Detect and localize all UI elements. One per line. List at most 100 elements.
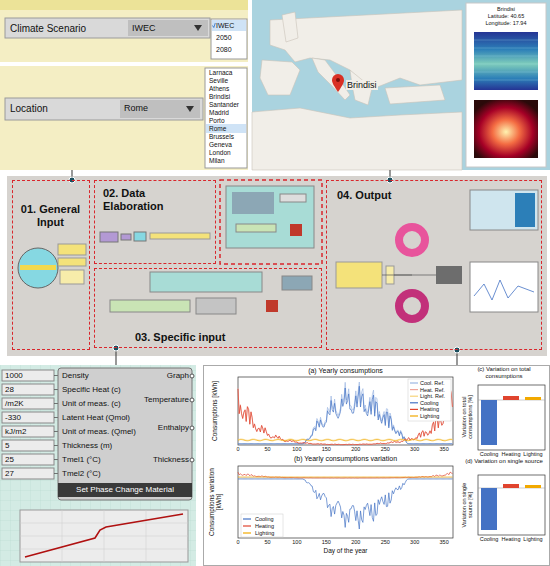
label-text: 50 [264,539,270,545]
component-panel: 1000 28/m2K -330 kJ/m2 5 25 27 DensitySpecific … [0,365,196,566]
label-text: Madrid [209,109,229,116]
label-text: Heating [502,451,521,457]
label-text: 350 [440,446,449,452]
label-text: 100 [292,446,301,452]
chart-panel: (a) Yearly consumptionsConsumptions [kWh… [203,365,550,566]
label-text: Lighting [523,536,542,542]
label-text: 28 [5,385,14,394]
label-text: Heat. Ref. [420,387,445,393]
label-text: 27 [5,469,14,478]
label-text: Geneva [209,141,232,148]
label-text: (d) Variation on single source [459,458,549,465]
label-text: 200 [351,446,360,452]
map-panel: BrindisiBrindisiLatitude: 40.65Longitude… [252,0,550,170]
label-text: Specific Heat (c) [62,385,121,394]
label-text: 350 [440,539,449,545]
label-text: 1000 [5,371,23,380]
label-text: Density [62,371,89,380]
label-text: Santander [209,101,239,108]
label-text: Consumptions variation [kWh] [208,466,223,538]
label-text: IWEC [132,23,156,33]
plot-line [238,386,452,444]
label-text: 50 [264,446,270,452]
label-text: Rome [209,125,226,132]
plot-line [238,439,452,440]
section-title: 01. General Input [13,203,88,228]
input-panel: LocationRomeLarnacaSevilleAthensBrindisi… [0,66,248,170]
label-text: 150 [322,446,331,452]
label-text: Heating [255,523,274,529]
label-text: (b) Yearly consumptions variation [238,455,453,463]
section-title: 03. Specific input [135,331,225,344]
label-text: Longitude: 17.94 [466,20,546,26]
label-text: kJ/m2 [5,427,26,436]
label-text: 0 [236,446,239,452]
leader-dot [454,347,460,353]
label-text: Seville [209,77,228,84]
label-text: 25 [5,455,14,464]
label-text: 150 [322,539,331,545]
label-text: IWEC [216,22,234,30]
label-text: (a) Yearly consumptions [238,367,453,375]
leader-dot [113,345,119,351]
label-text: Unit of meas. (c) [62,399,121,408]
label-text: 250 [381,446,390,452]
label-text: Lighting [523,451,542,457]
input-panel: Climate Scenario IWEC IWEC 2050 2080 [0,0,248,62]
section-box: 03. Specific input [94,268,322,348]
label-text: 2050 [216,34,232,42]
plot-line [238,440,452,441]
section-box: 01. General Input [12,180,90,350]
label-text: Thickness [153,455,189,464]
label-text: Milan [209,157,225,164]
label-text: 2080 [216,46,232,54]
label-text: Latitude: 40.65 [466,13,546,19]
label-text: Consumptions [kWh] [211,371,218,451]
label-text: Cooling [480,536,499,542]
section-title: 04. Output [337,189,391,202]
label-text: Graph [167,371,189,380]
label-text: Latent Heat (Qmol) [62,413,130,422]
label-text: Cooling [480,451,499,457]
label-text: Cooling [255,516,274,522]
label-text: 300 [410,446,419,452]
label-text: Variation on total consumptions [%] [461,385,474,449]
label-text: Lighting [420,413,439,419]
label-text: /m2K [5,399,24,408]
label-text: 300 [410,539,419,545]
label-text: Temperature [144,395,189,404]
plot-line [238,472,452,478]
label-text: Set Phase Change Material [58,485,192,494]
label-text: Brindisi [346,80,378,90]
label-text: Rome [124,103,148,113]
label-text: 100 [292,539,301,545]
label-text: Enthalpy [158,423,189,432]
label-text: Day of the year [238,547,453,554]
label-text: Location [10,103,48,115]
plot-line [238,388,452,445]
label-text: Cooling [420,400,439,406]
section-title: 02. Data Elaboration [103,187,173,212]
label-text: 5 [5,441,9,450]
plot-line [238,477,452,478]
label-text: Heating [420,406,439,412]
label-text: -330 [5,413,21,422]
label-text: Cool. Ref. [420,380,444,386]
label-text: Thickness (m) [62,441,112,450]
label-text: Light. Ref. [420,393,445,399]
label-text: 200 [351,539,360,545]
label-text: Tmel2 (°C) [62,469,101,478]
label-text: 0 [236,539,239,545]
label-text: Heating [502,536,521,542]
section-box: 04. Output [326,180,542,350]
label-text: Tmel1 (°C) [62,455,101,464]
label-text: Brindisi [466,6,546,12]
label-text: Larnaca [209,69,233,76]
label-text: (c) Variation on total consumptions [459,366,549,380]
label-text: Climate Scenario [10,23,86,35]
label-text: Brussels [209,133,234,140]
label-text: Unit of meas. (Qmel) [62,427,136,436]
